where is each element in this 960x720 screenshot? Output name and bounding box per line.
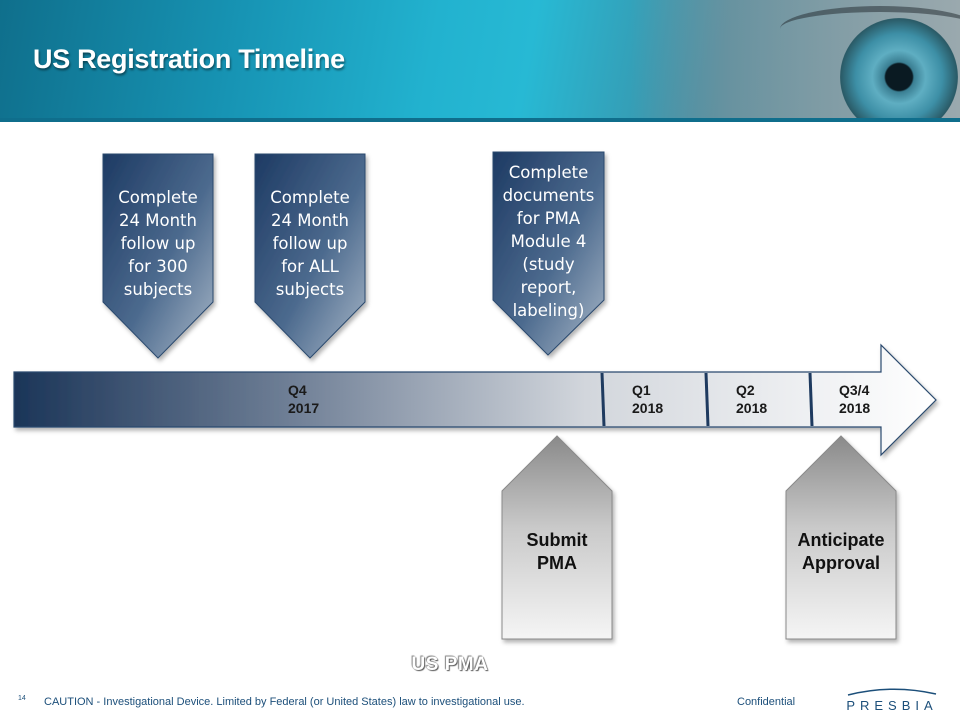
milestone-shape-1 xyxy=(501,435,613,640)
callout-follow-up-all: Complete 24 Month follow up for ALL subj… xyxy=(270,188,350,299)
divider-q1 xyxy=(600,372,606,427)
period-year: 2017 xyxy=(288,400,320,416)
period-year: 2018 xyxy=(736,400,768,416)
confidential-label: Confidential xyxy=(737,696,796,708)
presbia-logo: PRESBIA xyxy=(836,686,948,714)
header-divider xyxy=(0,118,960,122)
callout-pma-module-4: Complete documents for PMA Module 4 (stu… xyxy=(502,163,595,320)
page-number: 14 xyxy=(18,695,26,702)
milestone-shape-2 xyxy=(785,435,897,640)
period-year: 2018 xyxy=(839,400,871,416)
period-year: 2018 xyxy=(632,400,664,416)
period-q1-2018: Q1 2018 xyxy=(632,381,663,417)
milestone-anticipate-approval: Anticipate Approval xyxy=(797,530,885,573)
eyelid-image xyxy=(780,6,960,52)
period-quarter: Q1 xyxy=(632,382,651,398)
slide-title: US Registration Timeline xyxy=(33,44,345,74)
divider-q3 xyxy=(808,372,814,427)
period-q2-2018: Q2 2018 xyxy=(736,381,767,417)
period-quarter: Q4 xyxy=(288,382,307,398)
callout-shape-3 xyxy=(492,151,605,356)
milestone-submit-pma: Submit PMA xyxy=(526,530,588,573)
callout-shape-2 xyxy=(254,153,366,359)
period-q4-2017: Q4 2017 xyxy=(288,381,319,417)
callout-follow-up-300: Complete 24 Month follow up for 300 subj… xyxy=(118,188,198,299)
period-quarter: Q3/4 xyxy=(839,382,870,398)
period-q3-4-2018: Q3/4 2018 xyxy=(839,381,870,417)
logo-wordmark: PRESBIA xyxy=(846,698,938,713)
logo-swoosh-icon xyxy=(847,688,937,696)
period-quarter: Q2 xyxy=(736,382,755,398)
divider-q2 xyxy=(704,372,710,427)
section-label-us-pma: US PMA xyxy=(411,654,489,675)
timeline-arrow xyxy=(13,343,937,457)
callout-shape-1 xyxy=(102,153,214,359)
header-banner xyxy=(0,0,960,118)
caution-note: CAUTION - Investigational Device. Limite… xyxy=(44,696,525,708)
